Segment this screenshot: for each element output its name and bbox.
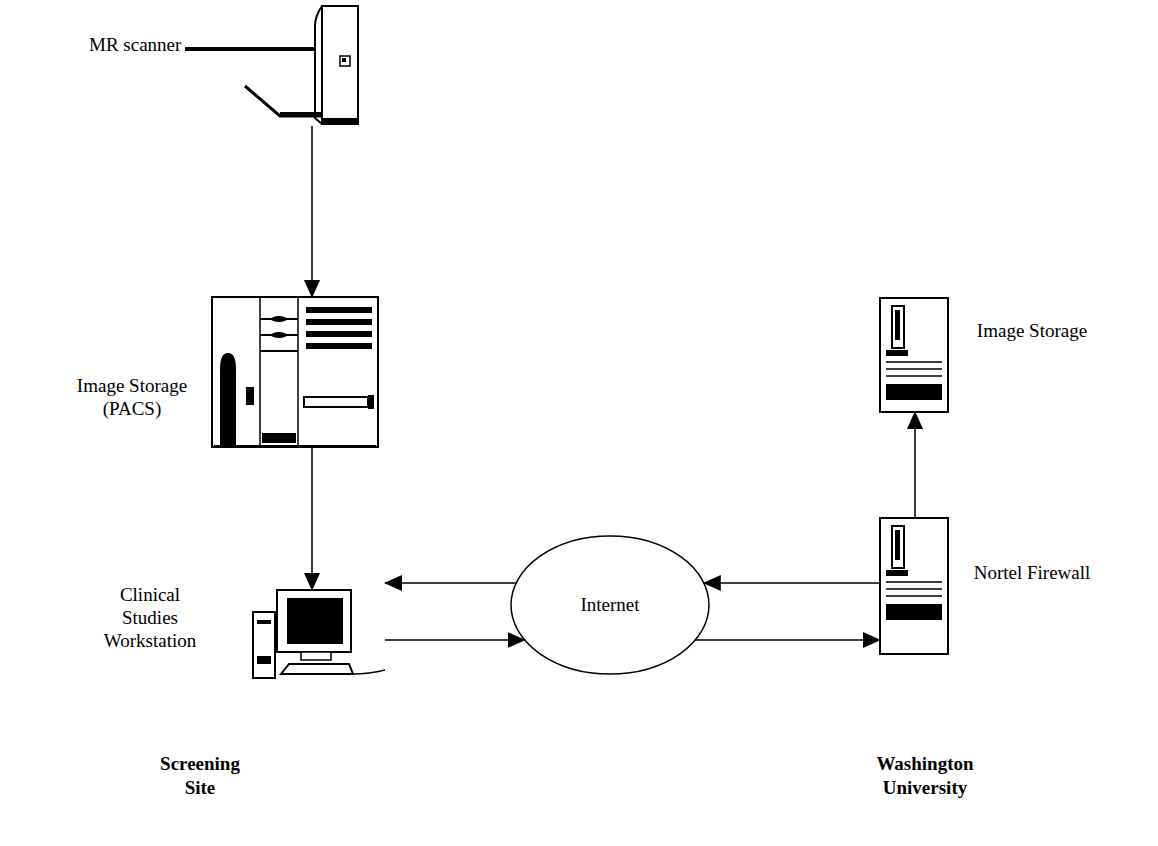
node-label: Nortel Firewall bbox=[972, 562, 1092, 585]
node-label: Clinical Studies Workstation bbox=[95, 584, 205, 652]
server-icon bbox=[880, 298, 948, 412]
site-label: Screening Site bbox=[145, 752, 255, 800]
arrow-connector bbox=[385, 639, 525, 641]
equipment-node: MR scanner bbox=[185, 6, 360, 126]
arrow-connector bbox=[385, 582, 516, 584]
node-label: MR scanner bbox=[89, 34, 209, 57]
equipment-node: Image Storage bbox=[880, 298, 948, 412]
equipment-node: Image Storage (PACS) bbox=[212, 297, 378, 447]
node-label: Image Storage bbox=[972, 320, 1092, 343]
node-label: Image Storage (PACS) bbox=[62, 375, 202, 421]
arrow-connector bbox=[311, 126, 313, 297]
arrow-connector bbox=[311, 447, 313, 590]
network-cloud: Internet bbox=[511, 536, 709, 674]
site-label: Washington University bbox=[855, 752, 995, 800]
equipment-node: Nortel Firewall bbox=[880, 518, 948, 654]
arrow-connector bbox=[695, 639, 880, 641]
node-label: Internet bbox=[511, 594, 709, 617]
workstation-icon bbox=[253, 590, 385, 680]
scanner-icon bbox=[185, 6, 360, 126]
server-icon bbox=[880, 518, 948, 654]
equipment-node: Clinical Studies Workstation bbox=[253, 590, 385, 680]
pacs-icon bbox=[212, 297, 378, 447]
arrow-connector bbox=[704, 582, 880, 584]
arrow-connector bbox=[914, 412, 916, 518]
